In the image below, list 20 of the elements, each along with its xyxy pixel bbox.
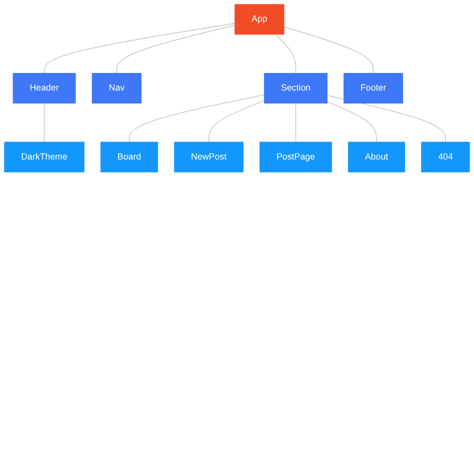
connector [284,26,374,74]
node-box: Header [12,72,76,104]
connector [208,100,265,142]
node-box: NewPost [174,142,244,172]
node-box: App [234,4,284,35]
connector [128,94,265,142]
connector [295,102,296,142]
connector [326,101,377,142]
node-box: Footer [344,72,404,104]
node-box: Nav [92,72,142,104]
node-box: DarkTheme [4,142,84,172]
node-box: PostPage [260,142,332,172]
connector [44,102,45,142]
connector [116,24,236,74]
node-box: Section [264,72,328,104]
connector [44,22,236,74]
connector [274,34,296,74]
node-box: About [348,142,406,172]
node-box: Board [100,142,158,172]
node-box: 404 [421,142,470,172]
